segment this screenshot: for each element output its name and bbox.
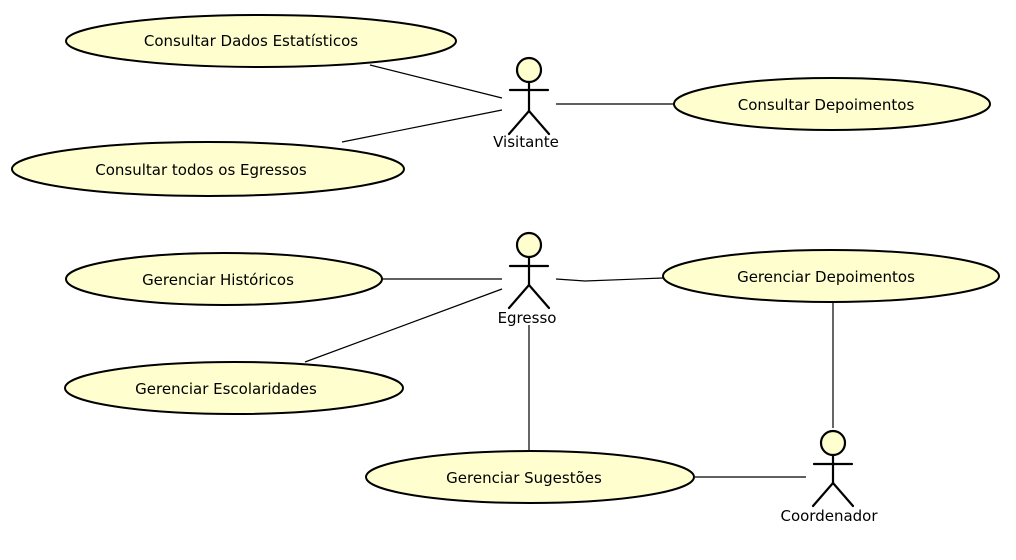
actor-visitante[interactable]: Visitante — [493, 56, 559, 151]
association-visitante-consultar-dados-estatisticos — [369, 64, 503, 99]
use-case-label: Gerenciar Históricos — [142, 271, 294, 289]
use-case-gerenciar-sugestoes[interactable]: Gerenciar Sugestões — [365, 450, 695, 504]
associations — [304, 64, 834, 478]
use-case-ellipse — [65, 14, 457, 68]
actor-left-leg — [507, 109, 531, 136]
actor-right-leg — [527, 283, 551, 310]
actor-label: Coordenador — [780, 507, 878, 525]
use-case-consultar-depoimentos[interactable]: Consultar Depoimentos — [673, 77, 991, 131]
actor-label: Egresso — [498, 309, 557, 327]
use-case-consultar-todos-egressos[interactable]: Consultar todos os Egressos — [11, 141, 405, 197]
use-case-label: Consultar Dados Estatísticos — [144, 32, 358, 50]
use-case-gerenciar-historicos[interactable]: Gerenciar Históricos — [65, 252, 383, 306]
use-case-label: Gerenciar Sugestões — [446, 469, 602, 487]
use-case-consultar-dados-estatisticos[interactable]: Consultar Dados Estatísticos — [65, 14, 457, 68]
use-case-label: Consultar Depoimentos — [738, 96, 915, 114]
actor-coordenador[interactable]: Coordenador — [780, 429, 878, 525]
use-case-label: Consultar todos os Egressos — [95, 161, 307, 179]
association-visitante-consultar-todos-egressos — [341, 109, 503, 143]
actor-label: Visitante — [493, 133, 559, 151]
use-case-label: Gerenciar Escolaridades — [135, 380, 317, 398]
use-case-ellipse — [662, 249, 1000, 303]
actor-head-icon — [515, 231, 543, 259]
actor-left-leg — [811, 481, 835, 508]
actor-right-leg — [527, 109, 551, 136]
use-case-ellipse — [365, 450, 695, 504]
use-case-gerenciar-escolaridades[interactable]: Gerenciar Escolaridades — [64, 361, 404, 415]
use-case-ellipse — [64, 361, 404, 415]
use-case-ellipse — [673, 77, 991, 131]
actor-head-icon — [515, 56, 543, 84]
actor-left-leg — [507, 283, 531, 310]
actor-egresso[interactable]: Egresso — [498, 231, 557, 327]
actor-right-leg — [831, 481, 855, 508]
association-egresso-gerenciar-escolaridades — [304, 288, 503, 363]
actor-head-icon — [819, 429, 847, 457]
use-case-ellipse — [65, 252, 383, 306]
use-case-ellipse — [11, 141, 405, 197]
association-egresso-gerenciar-depoimentos — [555, 277, 664, 282]
use-case-gerenciar-depoimentos[interactable]: Gerenciar Depoimentos — [662, 249, 1000, 303]
use-case-label: Gerenciar Depoimentos — [737, 268, 915, 286]
